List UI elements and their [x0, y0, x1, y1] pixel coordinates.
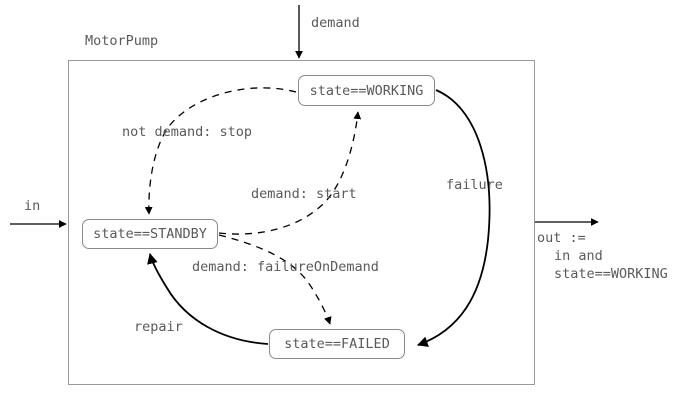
- state-failed[interactable]: state==FAILED: [269, 329, 405, 359]
- label-output-out-line3: state==WORKING: [554, 266, 668, 282]
- state-standby[interactable]: state==STANDBY: [82, 219, 218, 249]
- label-input-in: in: [24, 198, 41, 214]
- label-transition-start: demand: start: [251, 186, 357, 202]
- state-working[interactable]: state==WORKING: [298, 75, 435, 106]
- label-transition-failure-on-demand: demand: failureOnDemand: [192, 259, 379, 275]
- component-title: MotorPump: [85, 33, 159, 49]
- edge-transition-start: [218, 111, 362, 235]
- edge-transition-stop: [144, 87, 297, 215]
- label-input-demand: demand: [311, 15, 360, 31]
- label-transition-failure: failure: [446, 177, 503, 193]
- edge-transition-failure: [416, 89, 491, 347]
- label-output-out-line1: out :=: [537, 230, 586, 246]
- label-output-out-line2: in and: [554, 248, 603, 264]
- edge-transition-failure-on-demand: [218, 234, 332, 325]
- edge-transition-repair: [147, 252, 269, 345]
- component-container: [68, 60, 535, 385]
- label-transition-repair: repair: [134, 319, 183, 335]
- label-transition-stop: not demand: stop: [122, 124, 253, 140]
